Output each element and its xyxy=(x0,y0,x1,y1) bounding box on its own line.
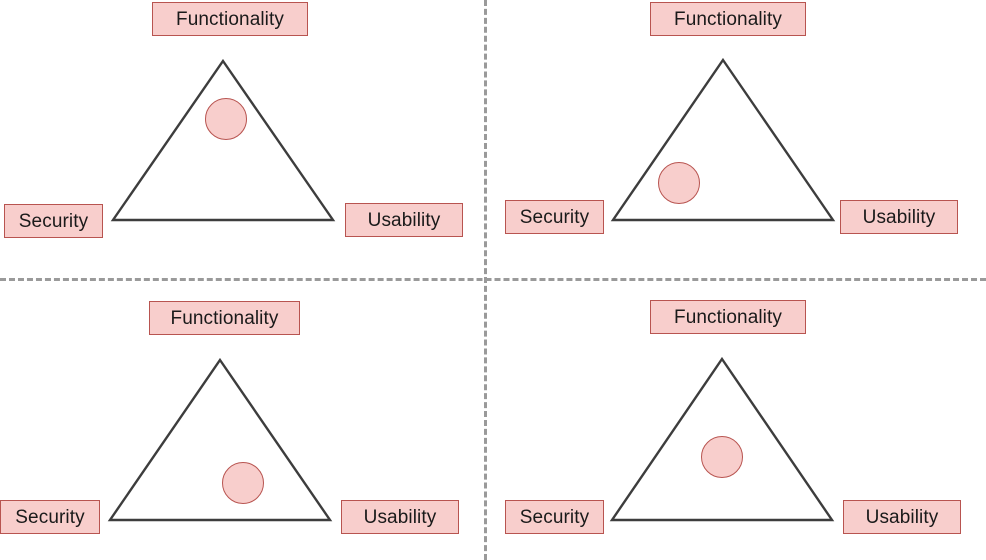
label-chip-usability: Usability xyxy=(840,200,958,234)
quadrant-panel-bottom-left: Functionality Security Usability xyxy=(0,280,484,558)
label-chip-functionality: Functionality xyxy=(650,300,806,334)
balance-marker xyxy=(222,462,264,504)
label-chip-functionality: Functionality xyxy=(149,301,300,335)
quadrant-panel-top-right: Functionality Security Usability xyxy=(493,0,977,278)
label-chip-usability: Usability xyxy=(345,203,463,237)
balance-marker xyxy=(701,436,743,478)
label-chip-security: Security xyxy=(4,204,103,238)
tradeoff-triangle xyxy=(493,0,977,278)
balance-marker xyxy=(205,98,247,140)
label-chip-security: Security xyxy=(505,500,604,534)
label-chip-security: Security xyxy=(0,500,100,534)
label-chip-functionality: Functionality xyxy=(650,2,806,36)
quadrant-panel-bottom-right: Functionality Security Usability xyxy=(493,280,977,558)
balance-marker xyxy=(658,162,700,204)
divider-horizontal xyxy=(0,278,986,281)
quadrant-panel-top-left: Functionality Security Usability xyxy=(0,0,484,278)
label-chip-usability: Usability xyxy=(341,500,459,534)
label-chip-usability: Usability xyxy=(843,500,961,534)
divider-vertical xyxy=(484,0,487,560)
label-chip-functionality: Functionality xyxy=(152,2,308,36)
label-chip-security: Security xyxy=(505,200,604,234)
